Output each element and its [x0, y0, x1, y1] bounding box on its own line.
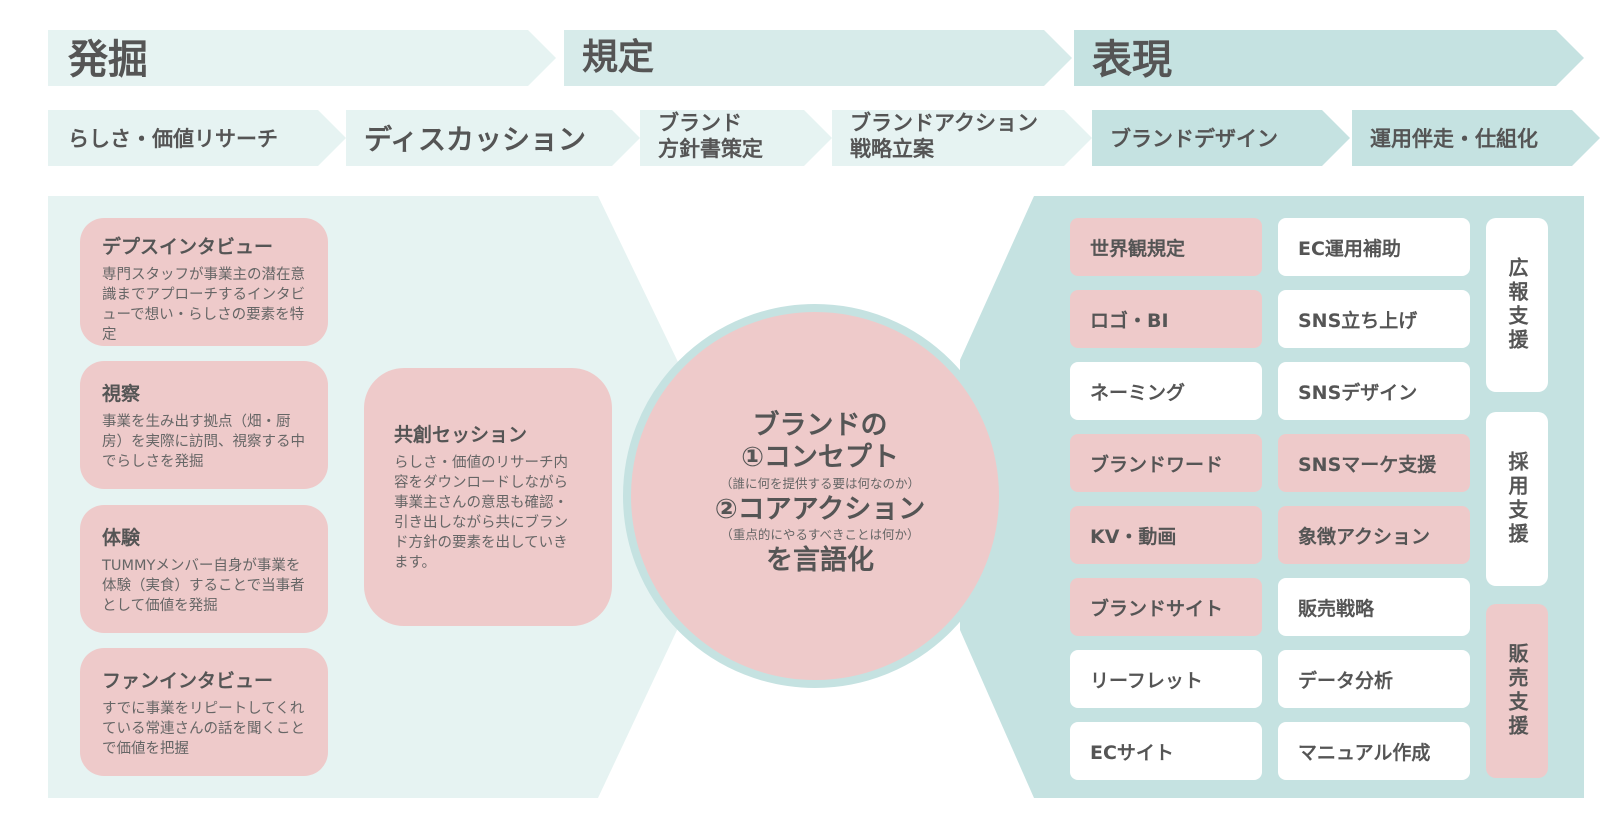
- concept-line-brand: ブランドの: [752, 410, 888, 441]
- step-arrow-3: [640, 110, 832, 166]
- tile-worldview: 世界観規定: [1070, 218, 1262, 276]
- card-description: すでに事業をリピートしてくれている常連さんの話を聞くことで価値を把握: [102, 701, 305, 757]
- session-description: らしさ・価値のリサーチ内容をダウンロードしながら事業主さんの意思も確認・引き出し…: [394, 455, 568, 571]
- phase-arrow-definition: [564, 30, 1072, 86]
- tile-naming: ネーミング: [1070, 362, 1262, 420]
- step-arrow-2: [346, 110, 640, 166]
- card-title: ファンインタビュー: [102, 670, 274, 692]
- concept-line-verbalize: を言語化: [766, 544, 874, 576]
- tile-brand-word: ブランドワード: [1070, 434, 1262, 492]
- session-title: 共創セッション: [394, 424, 528, 446]
- card-description: 専門スタッフが事業主の潜在意識までアプローチするインタビューで想い・らしさの要素…: [102, 267, 305, 343]
- tile-symbolic-action: 象徴アクション: [1278, 506, 1470, 564]
- tile-recruit-support: 採用支援: [1486, 412, 1548, 586]
- card-co-creation-session: 共創セッション らしさ・価値のリサーチ内容をダウンロードしながら事業主さんの意思…: [364, 368, 612, 626]
- tile-manual: マニュアル作成: [1278, 722, 1470, 780]
- card-depth-interview: デプスインタビュー 専門スタッフが事業主の潜在意識までアプローチするインタビュー…: [80, 218, 328, 346]
- concept-line-core-action: ②コアアクション: [714, 493, 926, 525]
- step-arrow-4: [832, 110, 1092, 166]
- tile-sales-support-label: 販売支援: [1505, 643, 1529, 739]
- tile-sns-launch: SNS立ち上げ: [1278, 290, 1470, 348]
- tile-pr-support-label: 広報支援: [1505, 257, 1529, 353]
- step-label-brand-action: ブランドアクション 戦略立案: [850, 111, 1038, 162]
- card-experience: 体験 TUMMYメンバー自身が事業を体験（実食）することで当事者として価値を発掘: [80, 505, 328, 633]
- phase-arrow-expression: [1074, 30, 1584, 86]
- tile-ec-operation: EC運用補助: [1278, 218, 1470, 276]
- tile-leaflet: リーフレット: [1070, 650, 1262, 708]
- step-arrow-6: [1352, 110, 1600, 166]
- tile-brand-site: ブランドサイト: [1070, 578, 1262, 636]
- step-label-operation: 運用伴走・仕組化: [1370, 127, 1538, 151]
- step-label-brand-policy: ブランド 方針書策定: [658, 111, 763, 162]
- discovery-panel: [48, 196, 678, 798]
- concept-note-concept: （誰に何を提供する要は何なのか）: [719, 475, 920, 491]
- tile-sales-strategy: 販売戦略: [1278, 578, 1470, 636]
- concept-line-concept: ①コンセプト: [741, 442, 899, 474]
- phase-label-discovery: 発掘: [68, 37, 148, 83]
- tile-sns-design: SNSデザイン: [1278, 362, 1470, 420]
- step-label-research: らしさ・価値リサーチ: [68, 127, 278, 151]
- tile-kv-video: KV・動画: [1070, 506, 1262, 564]
- phase-arrow-discovery: [48, 30, 556, 86]
- tile-ec-site: ECサイト: [1070, 722, 1262, 780]
- tile-logo-bi: ロゴ・BI: [1070, 290, 1262, 348]
- step-arrow-1: [48, 110, 346, 166]
- phase-label-definition: 規定: [582, 37, 655, 78]
- tile-data-analysis: データ分析: [1278, 650, 1470, 708]
- tile-recruit-support-label: 採用支援: [1505, 451, 1529, 547]
- tile-sales-support: 販売支援: [1486, 604, 1548, 778]
- card-title: デプスインタビュー: [102, 236, 274, 258]
- card-description: TUMMYメンバー自身が事業を体験（実食）することで当事者として価値を発掘: [102, 558, 305, 614]
- step-label-brand-design: ブランドデザイン: [1110, 127, 1278, 151]
- concept-circle: [623, 304, 1007, 688]
- card-title: 体験: [102, 527, 141, 549]
- step-arrow-5: [1092, 110, 1350, 166]
- card-title: 視察: [102, 383, 141, 405]
- tile-pr-support: 広報支援: [1486, 218, 1548, 392]
- phase-label-expression: 表現: [1092, 37, 1172, 83]
- tile-sns-marketing: SNSマーケ支援: [1278, 434, 1470, 492]
- concept-text: ブランドの ①コンセプト （誰に何を提供する要は何なのか） ②コアアクション （…: [630, 410, 1010, 577]
- card-description: 事業を生み出す拠点（畑・厨房）を実際に訪問、視察する中でらしさを発掘: [102, 414, 305, 470]
- card-site-visit: 視察 事業を生み出す拠点（畑・厨房）を実際に訪問、視察する中でらしさを発掘: [80, 361, 328, 489]
- concept-note-core-action: （重点的にやるすべきことは何か）: [720, 526, 920, 542]
- step-label-discussion: ディスカッション: [364, 123, 587, 156]
- card-fan-interview: ファンインタビュー すでに事業をリピートしてくれている常連さんの話を聞くことで価…: [80, 648, 328, 776]
